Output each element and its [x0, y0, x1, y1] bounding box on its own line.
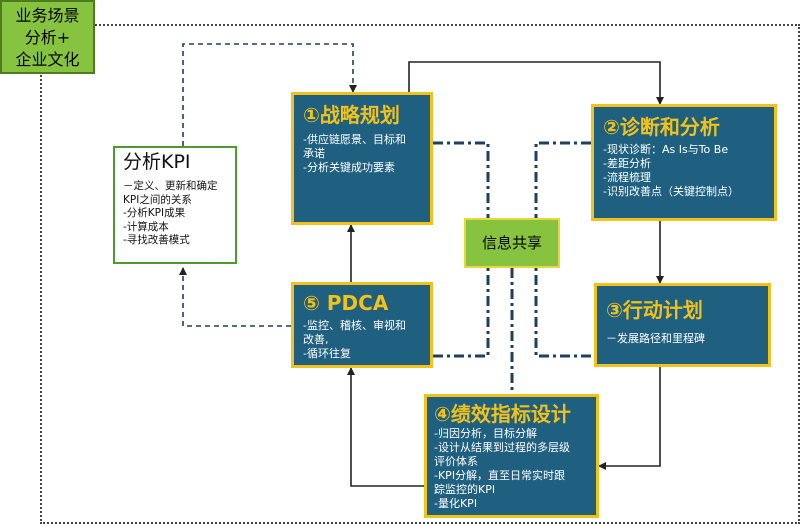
info-link-action	[534, 268, 591, 358]
corner-line-1: 业务场景	[15, 6, 80, 25]
pdca-line: 改善,	[303, 333, 329, 346]
analysis-kpi-line: -分析KPI成果	[123, 207, 186, 219]
diagnosis-line: -识别改善点（关键控制点）	[603, 185, 739, 198]
info-share-links	[433, 141, 591, 394]
pdca-box: ⑤ PDCA -监控、稽核、审视和 改善, -循环往复	[291, 282, 433, 368]
kpi-design-box: ④绩效指标设计 -归因分析，目标分解 -设计从结果到过程的多层级 评价体系 -K…	[424, 394, 599, 518]
info-link-pdca	[433, 268, 490, 358]
info-link-diagnosis	[534, 141, 591, 218]
analysis-kpi-box: 分析KPI －定义、更新和确定 KPI之间的关系 -分析KPI成果 -计算成本 …	[113, 146, 237, 264]
corner-line-3: 企业文化	[15, 50, 80, 69]
kpi-design-line: -设计从结果到过程的多层级	[434, 441, 570, 454]
diagnosis-title: ②诊断和分析	[603, 115, 720, 139]
kpi-design-title: ④绩效指标设计	[434, 402, 571, 426]
strategy-to-diagnosis-arrow	[408, 61, 664, 105]
strategy-line: -供应链愿景、目标和	[303, 133, 406, 146]
diagnosis-line: -现状诊断：As Is与To Be	[603, 143, 729, 156]
pdca-line: -监控、稽核、审视和	[303, 319, 406, 332]
strategy-box: ①战略规划 -供应链愿景、目标和 承诺 -分析关键成功要素	[291, 92, 433, 225]
kpidesign-to-pdca-arrow	[347, 367, 424, 487]
kpi-design-line: 踪监控的KPI	[434, 483, 496, 496]
kpi-design-line: -KPI分解，直至日常实时跟	[434, 469, 566, 482]
action-plan-box: ③行动计划 －发展路径和里程碑	[594, 283, 771, 367]
action-to-kpidesign-arrow	[598, 367, 661, 470]
kpi-design-line: -量化KPI	[434, 497, 478, 510]
strategy-line: 承诺	[303, 147, 325, 160]
kpi-design-line: 评价体系	[434, 455, 478, 468]
pdca-title: ⑤ PDCA	[303, 291, 389, 315]
corner-line-2: 分析+	[24, 28, 71, 47]
info-link-strategy	[433, 141, 490, 218]
diagnosis-line: -差距分析	[603, 157, 651, 170]
scenario-culture-label: 业务场景 分析+ 企业文化	[0, 0, 95, 74]
diagnosis-box: ②诊断和分析 -现状诊断：As Is与To Be -差距分析 -流程梳理 -识别…	[591, 104, 777, 221]
analysis-kpi-line: -寻找改善模式	[123, 234, 190, 246]
info-share-box: 信息共享	[464, 218, 560, 268]
analysis-kpi-line: KPI之间的关系	[123, 193, 192, 206]
strategy-line: -分析关键成功要素	[303, 161, 395, 174]
pdca-to-kpi-dashed-arrow	[179, 267, 291, 327]
strategy-title: ①战略规划	[303, 103, 400, 127]
analysis-kpi-line: -计算成本	[123, 220, 169, 233]
analysis-kpi-line: －定义、更新和确定	[123, 180, 218, 192]
analysis-kpi-title: 分析KPI	[123, 151, 191, 173]
kpi-design-line: -归因分析，目标分解	[434, 427, 537, 440]
diagnosis-line: -流程梳理	[603, 171, 651, 184]
outer-frame	[40, 24, 800, 524]
action-plan-title: ③行动计划	[606, 298, 703, 322]
action-plan-line: －发展路径和里程碑	[606, 332, 705, 345]
pdca-line: -循环往复	[303, 347, 351, 360]
